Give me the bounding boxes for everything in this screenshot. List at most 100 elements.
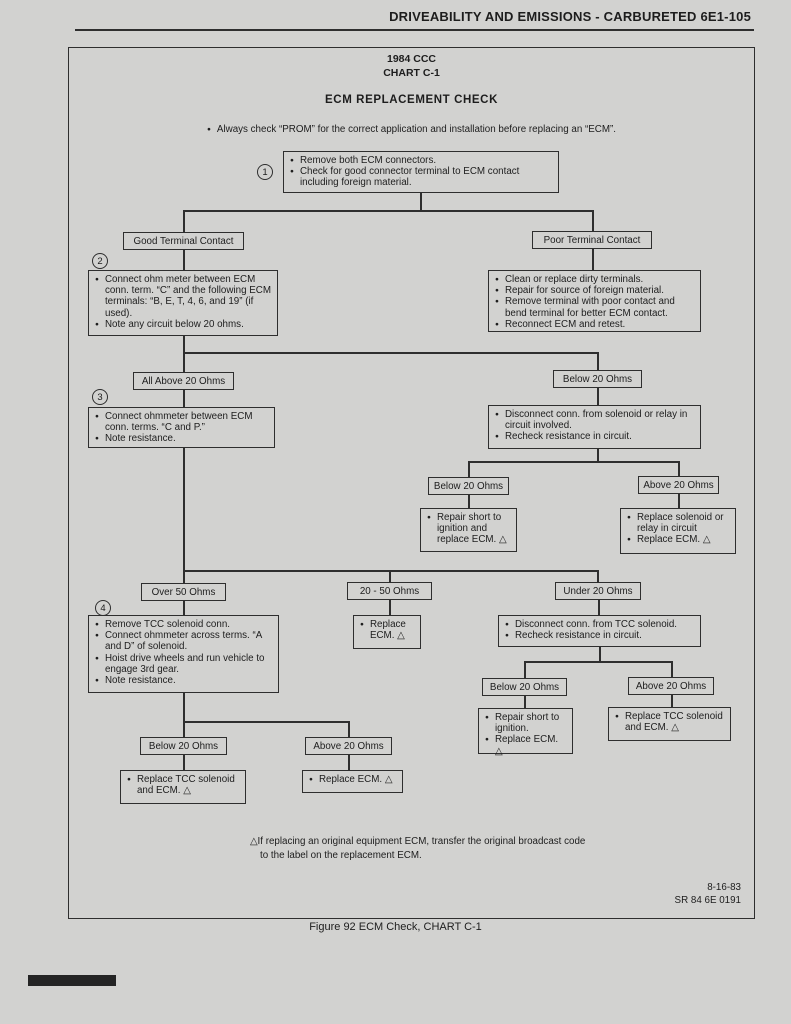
connector-line (598, 600, 600, 615)
bullet-text: Note resistance. (104, 675, 176, 687)
bullet-text: Replace ECM. △ (369, 619, 406, 642)
repair-short-relay-box: Repair short to ignition and replace ECM… (420, 508, 517, 552)
step4-box: Remove TCC solenoid conn. Connect ohmmet… (88, 615, 279, 693)
label-text: Good Terminal Contact (133, 235, 234, 247)
label-good-terminal-contact: Good Terminal Contact (123, 232, 244, 250)
label-above-20-ohms: Above 20 Ohms (628, 677, 714, 695)
bullet-item: Check for good connector terminal to ECM… (290, 166, 552, 188)
connector-line (389, 600, 391, 615)
label-text: Under 20 Ohms (563, 585, 633, 597)
connector-line (597, 352, 599, 370)
step-1-badge: 1 (257, 164, 273, 180)
chart-subtitle: CHART C-1 (383, 67, 440, 79)
connector-line (183, 570, 185, 583)
step-number: 3 (97, 391, 103, 403)
footnote: △If replacing an original equipment ECM,… (250, 835, 585, 862)
bullet-item: Replace TCC solenoid and ECM. △ (615, 711, 724, 733)
connector-line (468, 461, 470, 477)
label-below-20-ohms: Below 20 Ohms (553, 370, 642, 388)
connector-line (524, 661, 672, 663)
footnote-line: △If replacing an original equipment ECM,… (250, 836, 586, 847)
connector-line (183, 210, 185, 232)
connector-line (183, 601, 185, 615)
revision-date: 8-16-83 (707, 882, 741, 893)
step-4-badge: 4 (95, 600, 111, 616)
connector-line (592, 249, 594, 270)
bullet-text: Reconnect ECM and retest. (504, 318, 626, 330)
label-below-20-ohms: Below 20 Ohms (482, 678, 567, 696)
connector-line (678, 494, 680, 508)
revision-code: SR 84 6E 0191 (674, 895, 741, 906)
connector-line (420, 193, 422, 210)
label-under-20-ohms: Under 20 Ohms (555, 582, 641, 600)
bullet-text: Replace ECM. △ (636, 534, 711, 546)
page-header: DRIVEABILITY AND EMISSIONS - CARBURETED … (389, 9, 751, 24)
bullet-text: Replace TCC solenoid and ECM. △ (624, 711, 723, 734)
label-text: Below 20 Ohms (433, 480, 504, 492)
bullet-item: Always check “PROM” for the correct appl… (207, 124, 616, 135)
connector-line (678, 461, 680, 476)
connector-line (348, 721, 350, 737)
poor-terminal-fix-box: Clean or replace dirty terminals. Repair… (488, 270, 701, 332)
bullet-item: Note resistance. (95, 433, 268, 444)
connector-line (671, 661, 673, 677)
label-text: Below 20 Ohms (562, 373, 633, 385)
solenoid-recheck-box: Disconnect conn. from solenoid or relay … (488, 405, 701, 449)
step-2-badge: 2 (92, 253, 108, 269)
replace-ecm-box: Replace ECM. △ (302, 770, 403, 793)
connector-line (468, 461, 679, 463)
bullet-text: Remove both ECM connectors. (299, 155, 437, 166)
label-below-20-ohms: Below 20 Ohms (140, 737, 227, 755)
bullet-text: Replace solenoid or relay in circuit (636, 512, 724, 535)
bullet-text: Repair for source of foreign material. (504, 285, 664, 297)
connector-line (597, 449, 599, 461)
bullet-text: Check for good connector terminal to ECM… (299, 166, 520, 189)
label-text: Poor Terminal Contact (543, 234, 641, 246)
bullet-text: Recheck resistance in circuit. (504, 431, 632, 443)
bullet-item: Remove both ECM connectors. (290, 155, 552, 166)
bullet-text: Note any circuit below 20 ohms. (104, 318, 244, 330)
step-number: 4 (100, 602, 106, 614)
step1-box: Remove both ECM connectors. Check for go… (283, 151, 559, 193)
connector-line (183, 210, 593, 212)
bullet-text: Connect ohmmeter across terms. “A and D”… (104, 630, 262, 653)
step-number: 2 (97, 255, 103, 267)
connector-line (524, 661, 526, 678)
bullet-text: Disconnect conn. from solenoid or relay … (504, 409, 688, 432)
label-poor-terminal-contact: Poor Terminal Contact (532, 231, 652, 249)
label-text: Below 20 Ohms (489, 681, 560, 693)
bullet-text: Connect ohm meter between ECM conn. term… (104, 274, 272, 319)
label-over-50-ohms: Over 50 Ohms (141, 583, 226, 601)
header-rule (75, 29, 754, 31)
connector-line (183, 352, 185, 372)
connector-line (183, 390, 185, 407)
scan-artifact-mark (28, 975, 116, 986)
label-all-above-20-ohms: All Above 20 Ohms (133, 372, 234, 390)
bullet-item: Connect ohmmeter across terms. “A and D”… (95, 630, 272, 652)
connector-line (597, 570, 599, 582)
connector-line (183, 570, 598, 572)
replace-tcc-and-ecm-box: Replace TCC solenoid and ECM. △ (120, 770, 246, 804)
bullet-text: Clean or replace dirty terminals. (504, 274, 644, 285)
label-text: Above 20 Ohms (635, 680, 707, 692)
tcc-recheck-box: Disconnect conn. from TCC solenoid. Rech… (498, 615, 701, 647)
bullet-item: Replace ECM. △ (485, 734, 566, 756)
intro-note: Always check “PROM” for the correct appl… (68, 124, 755, 135)
bullet-item: Note resistance. (95, 675, 272, 686)
revision-block: 8-16-83 SR 84 6E 0191 (675, 881, 741, 907)
figure-caption: Figure 92 ECM Check, CHART C-1 (309, 921, 482, 933)
bullet-text: Replace ECM. △ (494, 734, 559, 757)
connector-line (468, 495, 470, 508)
connector-line (183, 352, 598, 354)
bullet-item: Remove terminal with poor contact and be… (495, 296, 694, 318)
label-text: Below 20 Ohms (148, 740, 219, 752)
step-3-badge: 3 (92, 389, 108, 405)
bullet-item: Disconnect conn. from solenoid or relay … (495, 409, 694, 431)
label-text: All Above 20 Ohms (141, 375, 226, 387)
bullet-text: Connect ohmmeter between ECM conn. terms… (104, 411, 253, 434)
connector-line (599, 647, 601, 661)
replace-tcc-and-ecm-box: Replace TCC solenoid and ECM. △ (608, 707, 731, 741)
connector-line (183, 448, 185, 570)
bullet-text: Replace TCC solenoid and ECM. △ (136, 774, 235, 797)
